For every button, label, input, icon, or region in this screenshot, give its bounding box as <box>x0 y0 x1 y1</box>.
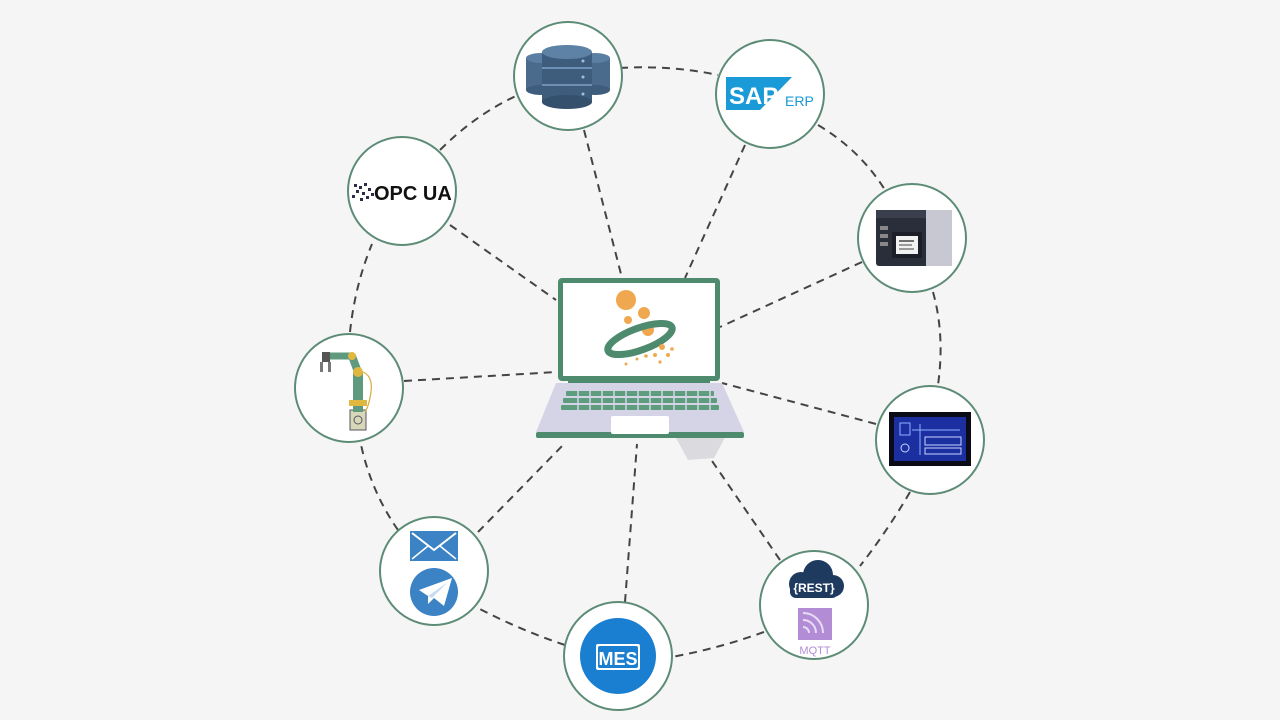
mes-icon: MES <box>580 618 656 694</box>
node-hmi-panel[interactable] <box>875 385 985 495</box>
node-messaging[interactable] <box>379 516 489 626</box>
rest-cloud-icon: {REST} <box>789 560 844 598</box>
spoke-connections <box>403 129 877 603</box>
sap-brand-text: SAP <box>729 83 778 110</box>
outer-ring-connections <box>349 66 942 658</box>
mqtt-icon: MQTT <box>798 608 832 657</box>
app-logo <box>604 290 676 366</box>
keyboard <box>561 391 719 410</box>
rest-mqtt-icon: {REST} MQTT <box>789 560 844 657</box>
mqtt-label: MQTT <box>799 645 830 657</box>
opc-ua-label: OPC UA <box>374 183 452 205</box>
laptop-icon <box>536 278 744 460</box>
node-sap-erp[interactable]: SAP ERP <box>715 39 825 149</box>
mail-icon <box>410 531 458 561</box>
node-database[interactable] <box>513 21 623 131</box>
node-mes[interactable]: MES <box>563 601 673 711</box>
center-laptop[interactable] <box>536 278 744 460</box>
opc-ua-logo: OPC UA <box>352 183 452 205</box>
mes-label: MES <box>598 649 637 669</box>
node-label-printer[interactable] <box>857 183 967 293</box>
sap-erp-text: ERP <box>785 93 814 109</box>
database-icon <box>526 45 610 109</box>
telegram-icon <box>410 568 458 616</box>
robot-arm-icon <box>320 352 372 431</box>
node-rest-mqtt[interactable]: {REST} MQTT <box>759 550 869 660</box>
sap-logo: SAP ERP <box>726 77 814 110</box>
rest-label: {REST} <box>793 581 835 595</box>
label-printer-icon <box>876 210 952 266</box>
node-robot[interactable] <box>294 333 404 443</box>
node-opc-ua[interactable]: OPC UA <box>347 136 457 246</box>
hmi-panel-icon <box>889 412 971 466</box>
